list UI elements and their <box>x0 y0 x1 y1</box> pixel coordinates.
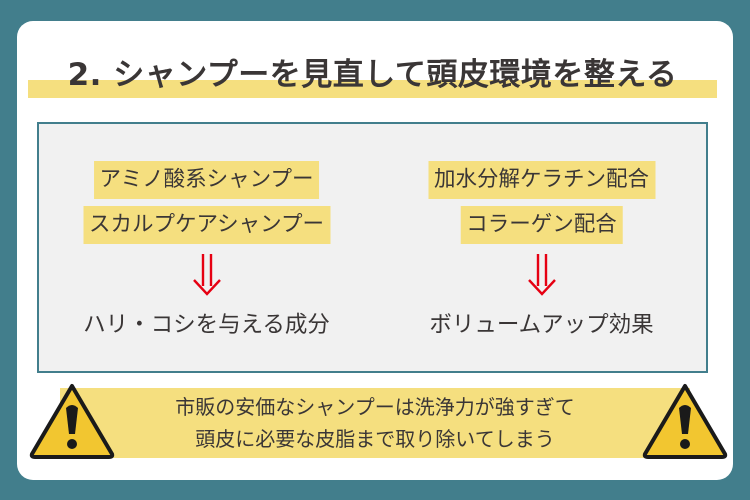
effect-label: ハリ・コシを与える成分 <box>83 312 330 338</box>
left-column: アミノ酸系シャンプー スカルプケアシャンプー ハリ・コシを与える成分 <box>39 124 374 371</box>
warning-triangle-icon <box>642 384 728 459</box>
section-title: 2. シャンプーを見直して頭皮環境を整える <box>67 57 678 93</box>
ingredient-label: コラーゲン配合 <box>460 206 623 244</box>
title-highlight <box>28 80 717 98</box>
ingredient-label: 加水分解ケラチン配合 <box>427 161 656 199</box>
double-down-arrow-icon <box>192 254 221 296</box>
double-down-arrow-icon <box>527 254 556 296</box>
warning-text: 市販の安価なシャンプーは洗浄力が強すぎて 頭皮に必要な皮脂まで取り除いてしまう <box>60 391 690 455</box>
warning-triangle-icon <box>29 384 115 459</box>
warning-line: 市販の安価なシャンプーは洗浄力が強すぎて <box>175 395 575 419</box>
warning-banner: 市販の安価なシャンプーは洗浄力が強すぎて 頭皮に必要な皮脂まで取り除いてしまう <box>60 388 690 458</box>
comparison-panel: アミノ酸系シャンプー スカルプケアシャンプー ハリ・コシを与える成分 加水分解ケ… <box>37 122 708 373</box>
ingredient-label: アミノ酸系シャンプー <box>93 161 320 199</box>
ingredient-label: スカルプケアシャンプー <box>83 206 330 244</box>
right-column: 加水分解ケラチン配合 コラーゲン配合 ボリュームアップ効果 <box>374 124 709 371</box>
content-card: 2. シャンプーを見直して頭皮環境を整える アミノ酸系シャンプー スカルプケアシ… <box>17 21 733 480</box>
effect-label: ボリュームアップ効果 <box>429 312 654 338</box>
warning-line: 頭皮に必要な皮脂まで取り除いてしまう <box>195 427 555 451</box>
